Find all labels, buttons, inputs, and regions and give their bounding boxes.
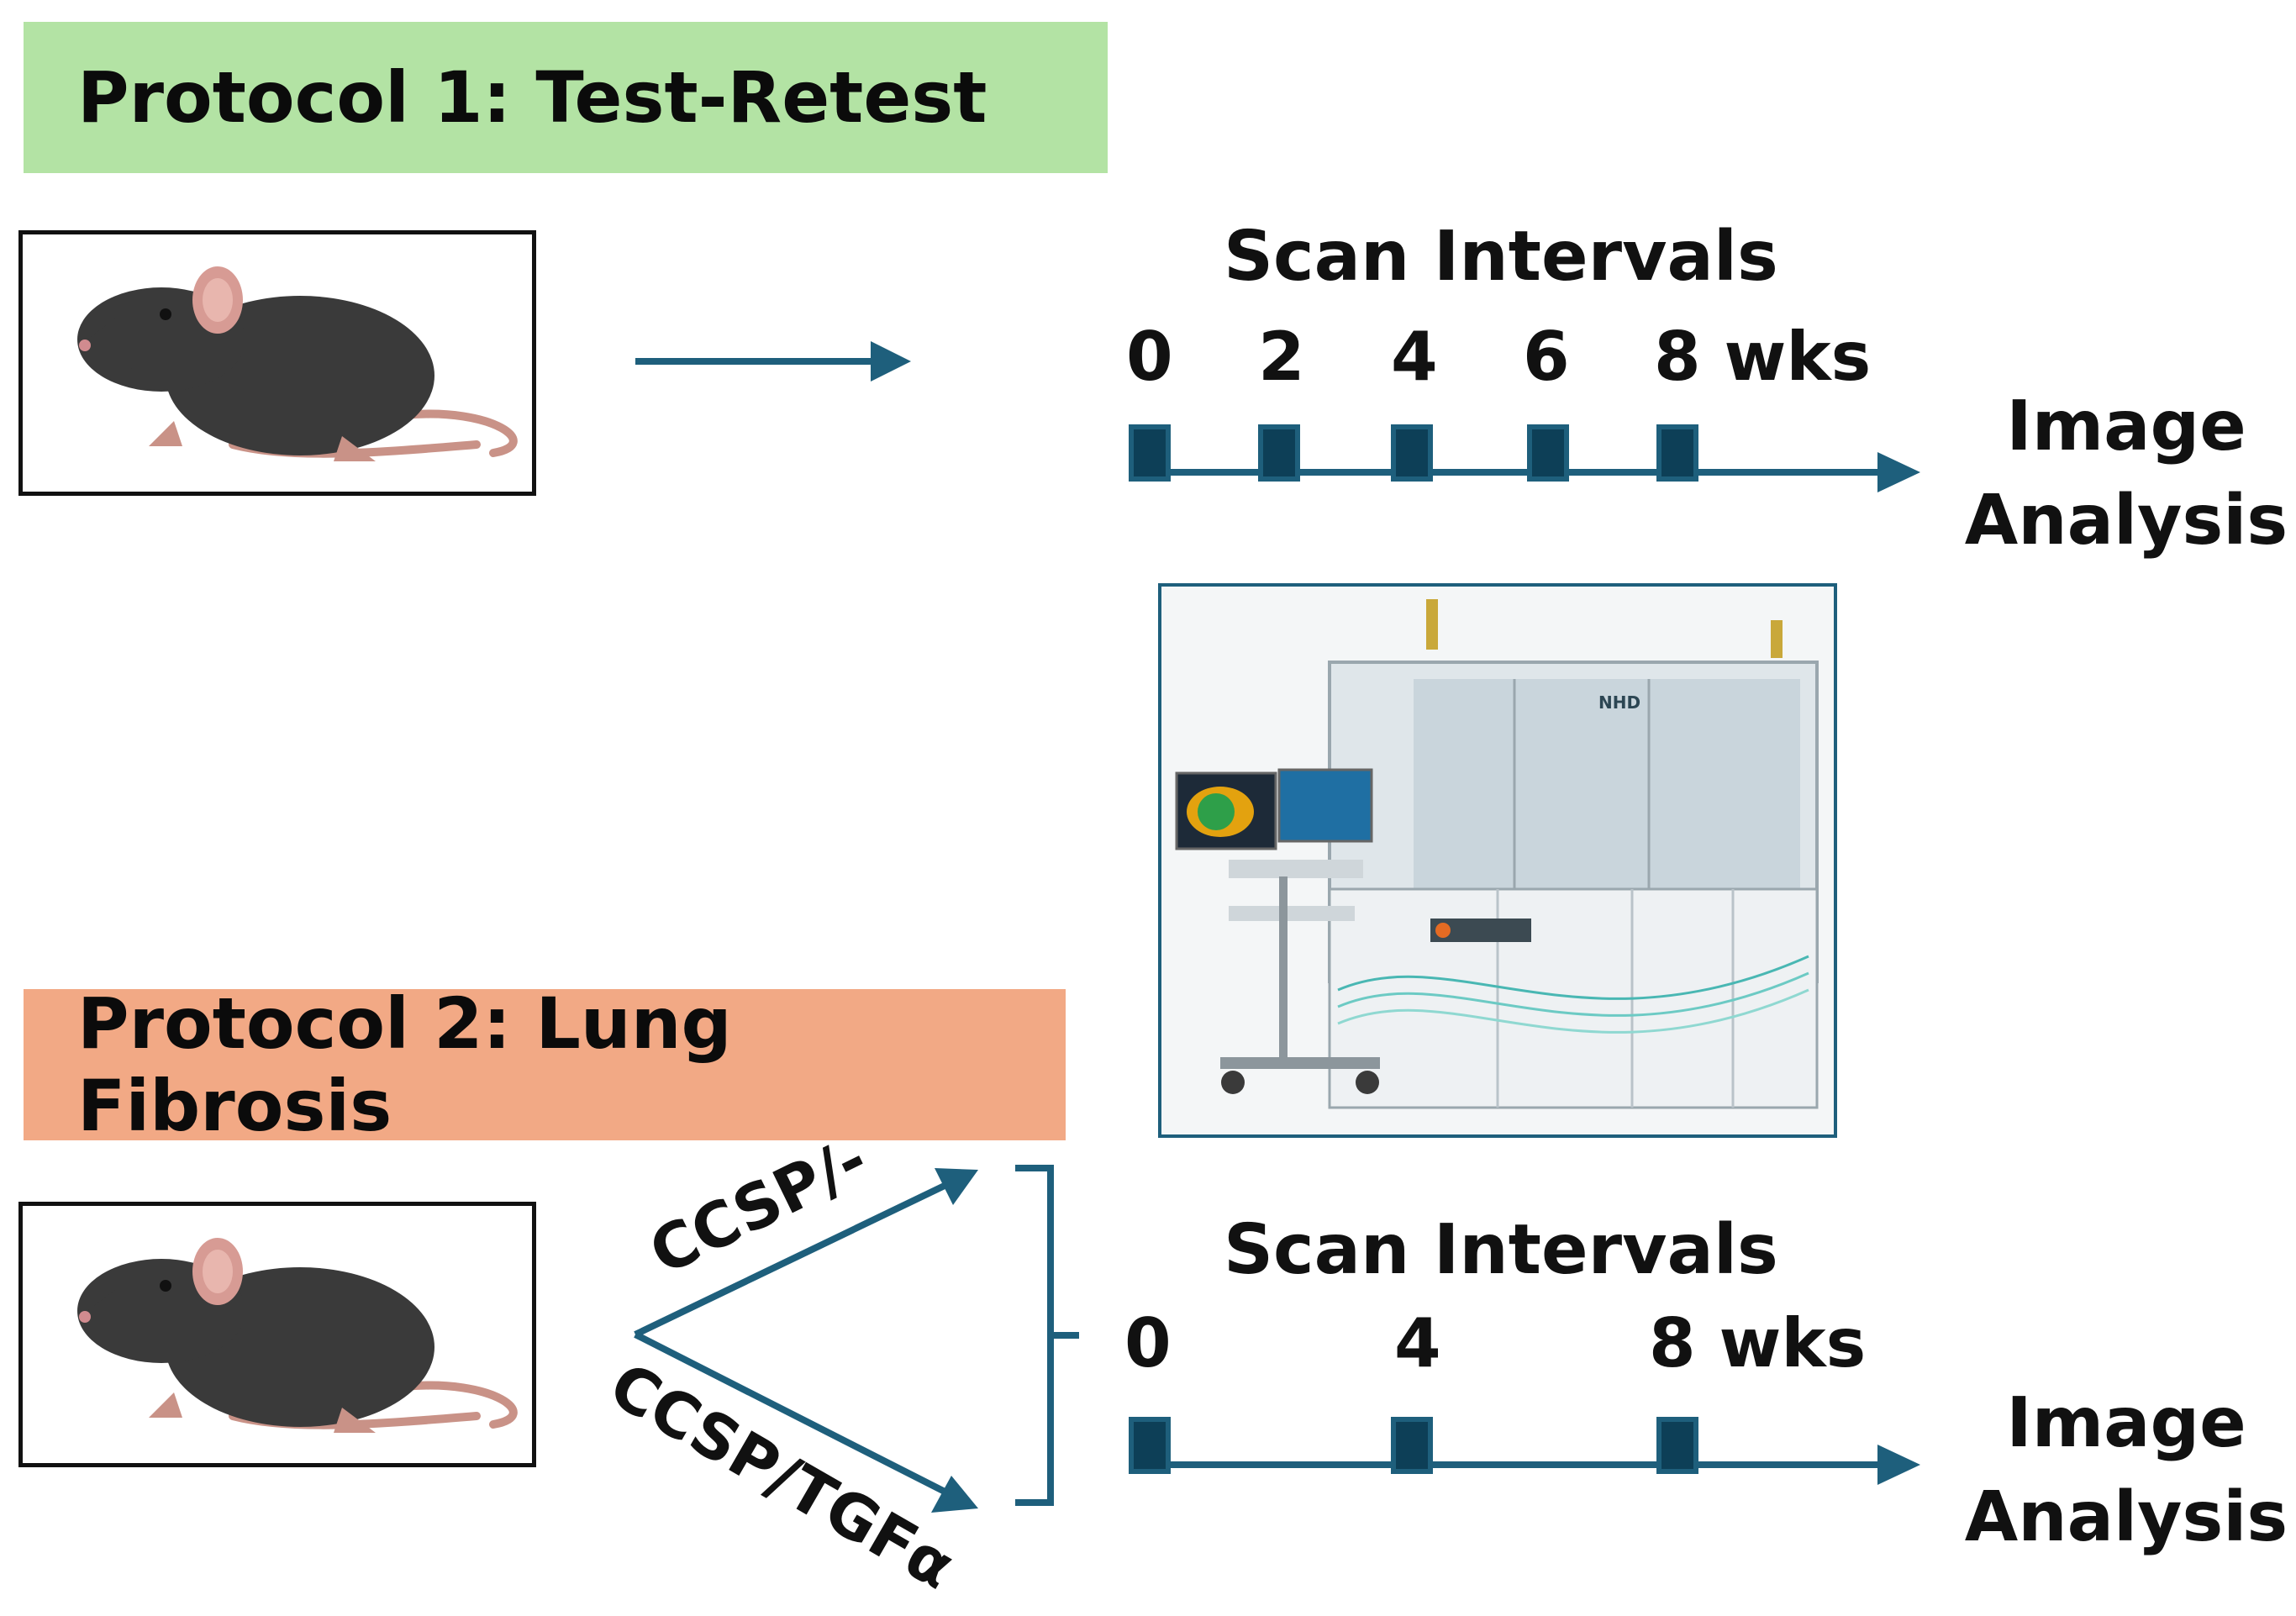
protocol2-tick-0: 0 xyxy=(1124,1304,1172,1382)
protocol2-mouse-frame xyxy=(18,1202,536,1467)
protocol1-timeline xyxy=(1129,424,1920,492)
protocol2-timeline xyxy=(1129,1417,1920,1485)
protocol1-arrow xyxy=(635,341,911,382)
protocol1-scan-marker-1 xyxy=(1258,424,1300,482)
protocol1-title: Protocol 1: Test-Retest xyxy=(77,56,987,139)
group-bracket xyxy=(1015,1165,1079,1506)
protocol1-scan-marker-2 xyxy=(1391,424,1433,482)
protocol2-tick-8: 8 wks xyxy=(1649,1304,1867,1382)
scanner-image-frame: NHD xyxy=(1158,583,1837,1138)
protocol1-analysis-line1: Image xyxy=(2006,387,2246,466)
mouse-icon xyxy=(77,266,518,461)
protocol2-tick-4: 4 xyxy=(1394,1304,1441,1382)
protocol1-tick-8: 8 wks xyxy=(1654,318,1872,396)
protocol1-analysis-label: Image Analysis xyxy=(1941,380,2296,568)
protocol2-scan-marker-1 xyxy=(1391,1417,1433,1474)
protocol1-scan-marker-0 xyxy=(1129,424,1171,482)
protocol1-mouse-frame xyxy=(18,230,536,496)
protocol2-scan-title: Scan Intervals xyxy=(1224,1210,1778,1290)
protocol1-tick-6: 6 xyxy=(1523,318,1570,396)
protocol1-banner: Protocol 1: Test-Retest xyxy=(24,22,1108,173)
mouse-icon xyxy=(77,1238,518,1433)
protocol2-branch-arrows: CCSP/- CCSP/TGFα xyxy=(598,1123,978,1603)
branch-label-control: CCSP/- xyxy=(639,1123,878,1289)
protocol1-scan-marker-3 xyxy=(1527,424,1569,482)
protocol1-scan-marker-4 xyxy=(1656,424,1698,482)
protocol2-analysis-line2: Analysis xyxy=(1964,1477,2288,1557)
protocol1-tick-4: 4 xyxy=(1391,318,1438,396)
protocol2-banner: Protocol 2: Lung Fibrosis xyxy=(24,982,1066,1147)
protocol2-scan-marker-0 xyxy=(1129,1417,1171,1474)
protocol1-scan-title: Scan Intervals xyxy=(1224,217,1778,297)
protocol2-analysis-label: Image Analysis xyxy=(1941,1376,2296,1565)
protocol2-analysis-line1: Image xyxy=(2006,1383,2246,1463)
scanner-brand-label: NHD xyxy=(1598,692,1640,713)
protocol1-tick-0: 0 xyxy=(1126,318,1173,396)
protocol1-analysis-line2: Analysis xyxy=(1964,481,2288,561)
scanner-icon: NHD xyxy=(1175,599,1819,1109)
protocol2-title: Protocol 2: Lung Fibrosis xyxy=(77,982,732,1147)
protocol1-tick-2: 2 xyxy=(1258,318,1305,396)
protocol2-scan-marker-2 xyxy=(1656,1417,1698,1474)
